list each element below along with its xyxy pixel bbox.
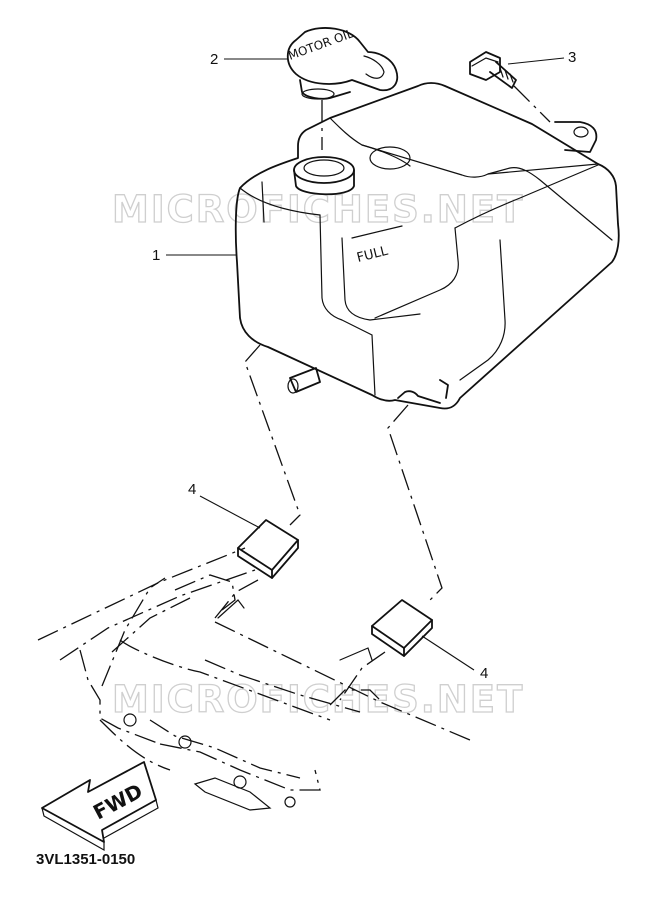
oil-cap: MOTOR OIL <box>286 26 399 100</box>
assembly-line-bolt <box>513 85 551 123</box>
callout-2: 2 <box>210 51 218 68</box>
part-code: 3VL1351-0150 <box>36 851 135 868</box>
watermark-top: MICROFICHES.NET <box>112 188 524 231</box>
frame-outline <box>37 547 471 811</box>
cap-motor-oil-marking: MOTOR OIL <box>286 26 355 63</box>
callout-4-upper: 4 <box>188 481 196 498</box>
oil-tank <box>234 82 620 410</box>
forward-arrow-icon: FWD <box>41 761 159 852</box>
assembly-line-left-lower <box>214 579 259 619</box>
full-level-line <box>351 225 403 239</box>
damper-upper <box>237 519 299 579</box>
tank-full-marking: FULL <box>355 244 390 266</box>
forward-arrow-label: FWD <box>89 779 146 825</box>
callout-1: 1 <box>152 247 160 264</box>
assembly-line-right-lower <box>339 651 386 701</box>
assembly-line-left <box>244 344 301 526</box>
assembly-line-right <box>387 404 443 601</box>
callout-3: 3 <box>568 49 576 66</box>
damper-lower <box>371 599 433 657</box>
bolt <box>469 51 517 89</box>
callout-4-lower: 4 <box>480 665 488 682</box>
